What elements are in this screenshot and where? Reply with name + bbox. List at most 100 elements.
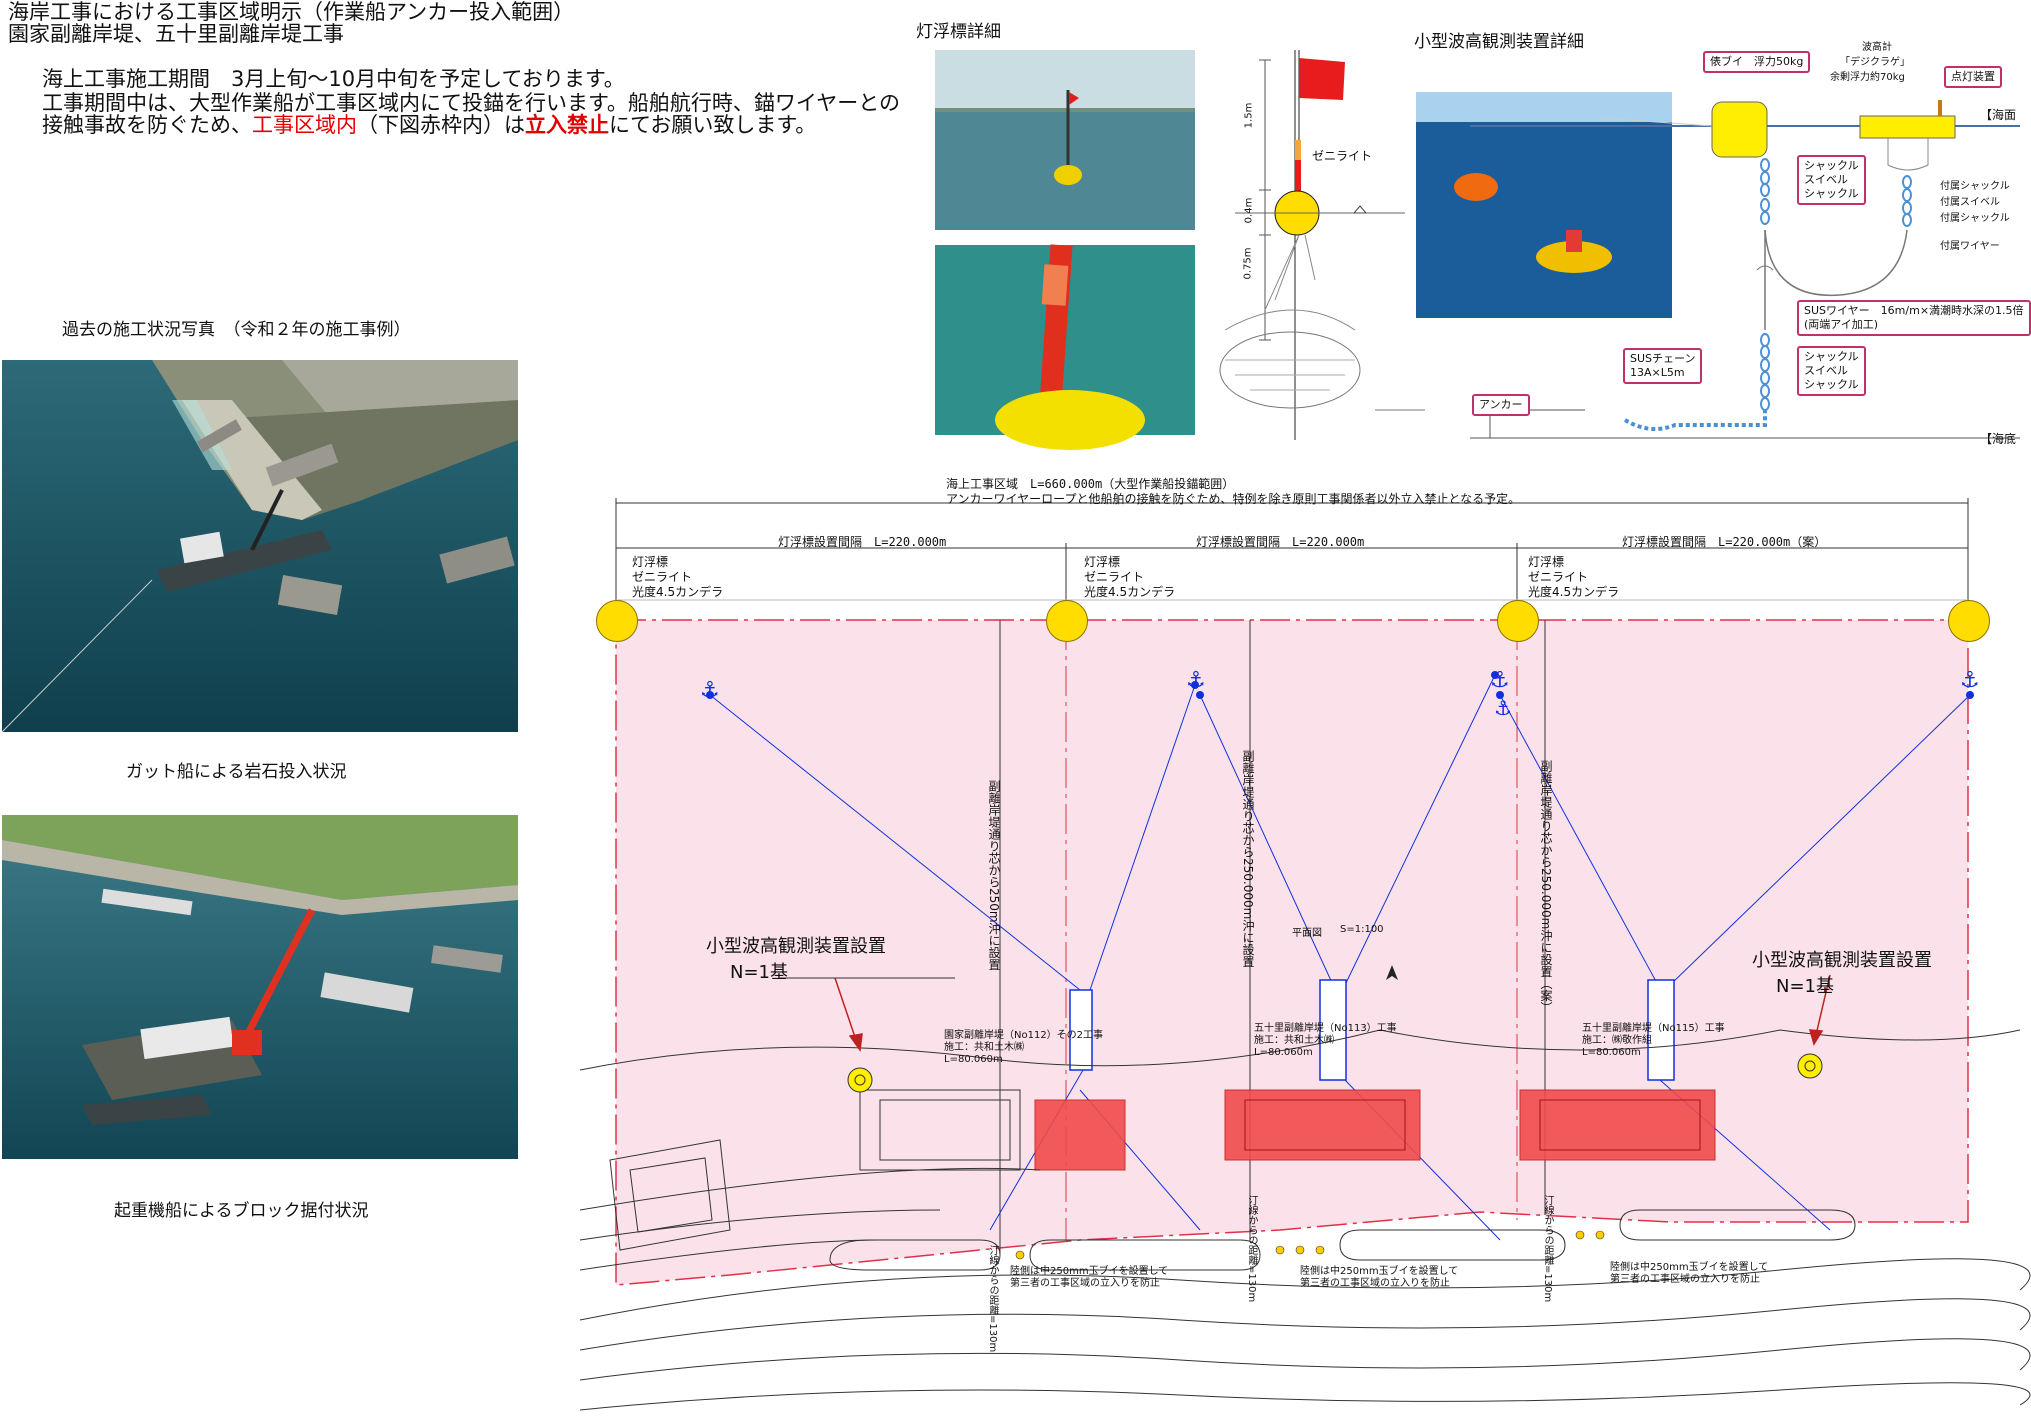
wave-callout-title: 小型波高観測装置設置 [706,936,886,957]
buoy-spec-type: ゼニライト [1084,570,1145,584]
buoy-spec-name: 灯浮標 [632,555,669,569]
interval-label-2: 灯浮標設置間隔 L=220.000m [1196,535,1365,549]
land-note-line: 第三者の工事区域の立入りを防止 [1010,1278,1160,1289]
label-attach-shackle: 付属シャックル [1940,213,2010,224]
offshore-distance-label-1: 副離岸堤通り芯から250m沖に設置 [987,780,1001,971]
wave-gauge-photo [1416,92,1672,318]
notice-anchoring: 工事期間中は、大型作業船が工事区域内にて投錨を行います。船舶航行時、錨ワイヤーと… [42,91,901,115]
wave-callout-title: 小型波高観測装置設置 [1752,950,1932,971]
label-shackle-top: シャックル スイベル シャックル [1797,155,1866,205]
land-note-1: 陸側は中250mm玉ブイを設置して 第三者の工事区域の立入りを防止 [1010,1266,1168,1290]
anchor-icon: ⚓ [1960,668,1980,693]
work-length: L=80.060m [1254,1047,1313,1058]
photo-crane-ship [2,815,518,1159]
anchor-icon: ⚓ [700,678,720,703]
buoy-spec-intensity: 光度4.5カンデラ [1084,585,1176,599]
land-note-2: 陸側は中250mm玉ブイを設置して 第三者の工事区域の立入りを防止 [1300,1266,1458,1290]
label-shackle: シャックル [1804,350,1859,363]
offshore-distance-label-3: 副離岸堤通り芯から250.000m沖に設置（案） [1539,760,1553,1014]
document-title: 海岸工事における工事区域明示（作業船アンカー投入範囲） [8,0,575,24]
land-note-line: 陸側は中250mm玉ブイを設置して [1010,1266,1169,1277]
notice-highlight-prohibited: 立入禁止 [525,113,609,137]
anchor-icon: ⚓ [1186,668,1206,693]
label-gauge-float: 余剰浮力約70kg [1830,72,1905,83]
buoy-marker-1 [596,600,638,642]
label-wave-gauge: 波高計 [1862,42,1892,53]
label-sea-bottom: 【海底 [1980,432,2017,446]
label-sea-surface: 【海面 [1980,108,2017,122]
work-label-1: 園家副離岸堤（No112）その2工事 施工：共和土木㈱ L=80.060m [944,1030,1103,1066]
work-name: 五十里副離岸堤（No113）工事 [1254,1023,1397,1034]
plan-area-title: 海上工事区域 L=660.000m（大型作業船投錨範囲） [946,477,1235,491]
photo-caption-gut-ship: ガット船による岩石投入状況 [126,762,347,782]
buoy-dim-bottom: 0.75m [1242,247,1254,280]
work-length: L=80.060m [1582,1047,1641,1058]
wave-callout-right: 小型波高観測装置設置 N=1基 [1752,948,1932,1000]
notice-restriction: 接触事故を防ぐため、工事区域内（下図赤枠内）は立入禁止にてお願い致します。 [42,114,816,137]
label-sus-wire-line2: (両端アイ加工) [1804,318,1879,331]
notice-period: 海上工事施工期間 3月上旬〜10月中旬を予定しております。 [42,67,625,91]
land-note-line: 第三者の工事区域の立入りを防止 [1300,1278,1450,1289]
anchor-icon: ⚓ [1494,696,1512,720]
plan-view-label: 平面図 [1292,928,1322,939]
plan-drawing [579,498,2031,1411]
label-anchor: アンカー [1472,394,1530,416]
notice-text: にてお願い致します。 [609,113,817,137]
buoy-spec-2: 灯浮標 ゼニライト 光度4.5カンデラ [1084,555,1175,600]
work-label-3: 五十里副離岸堤（No115）工事 施工：㈱敬作組 L=80.060m [1582,1023,1725,1059]
work-label-2: 五十里副離岸堤（No113）工事 施工：共和土木㈱ L=80.060m [1254,1023,1397,1059]
label-sus-wire: SUSワイヤー 16m/m×満潮時水深の1.5倍 (両端アイ加工) [1797,300,2031,336]
label-sus-chain-line2: 13A×L5m [1630,366,1685,379]
label-shackle: シャックル [1804,378,1859,391]
plan-view-scale: S=1:100 [1340,924,1384,935]
buoy-photo-closeup [935,244,1195,450]
photo-gut-ship [1,360,518,733]
buoy-schematic [1219,50,1425,440]
notice-text: （下図赤枠内）は [357,113,525,137]
label-gauge-name: 「デジクラゲ」 [1840,57,1910,68]
plan-area-note: アンカーワイヤーロープと他船舶の接触を防ぐため、特例を除き原則工事関係者以外立入… [946,492,1521,506]
document-subtitle: 園家副離岸堤、五十里副離岸堤工事 [8,22,344,46]
label-shackle-bottom: シャックル スイベル シャックル [1797,346,1866,396]
anchor-icon: ⚓ [1490,668,1510,693]
buoy-marker-3 [1497,600,1539,642]
wave-detail-title: 小型波高観測装置詳細 [1414,32,1584,52]
buoy-dim-top: 1.5m [1243,102,1255,129]
land-note-line: 陸側は中250mm玉ブイを設置して [1300,1266,1459,1277]
buoy-spec-1: 灯浮標 ゼニライト 光度4.5カンデラ [632,555,723,600]
buoy-photo-sea [935,50,1195,230]
label-sus-wire-line1: SUSワイヤー 16m/m×満潮時水深の1.5倍 [1804,304,2024,317]
buoy-dim-mid: 0.4m [1243,197,1255,224]
offshore-distance-label-2: 副離岸堤通り芯から250.000m沖に設置 [1241,750,1255,968]
past-photos-heading: 過去の施工状況写真 （令和２年の施工事例） [62,320,411,340]
buoy-marker-4 [1948,600,1990,642]
work-contractor: 施工：共和土木㈱ [1254,1035,1334,1046]
label-attach-wire: 付属ワイヤー [1940,241,2000,252]
buoy-spec-intensity: 光度4.5カンデラ [1528,585,1620,599]
work-length: L=80.060m [944,1054,1003,1065]
buoy-spec-intensity: 光度4.5カンデラ [632,585,724,599]
photo-caption-crane-ship: 起重機船によるブロック据付状況 [114,1201,369,1221]
buoy-spec-type: ゼニライト [1528,570,1589,584]
label-sus-chain-line1: SUSチェーン [1630,352,1696,365]
label-swivel: スイベル [1804,173,1848,186]
work-name: 五十里副離岸堤（No115）工事 [1582,1023,1725,1034]
buoy-label-zenilite: ゼニライト [1312,149,1373,163]
work-name: 園家副離岸堤（No112）その2工事 [944,1030,1104,1041]
buoy-spec-name: 灯浮標 [1084,555,1121,569]
land-note-line: 陸側は中250mm玉ブイを設置して [1610,1262,1769,1273]
buoy-spec-name: 灯浮標 [1528,555,1565,569]
label-light-device: 点灯装置 [1944,66,2002,88]
interval-label-3: 灯浮標設置間隔 L=220.000m（案） [1622,535,1827,549]
label-shackle: シャックル [1804,159,1859,172]
land-note-3: 陸側は中250mm玉ブイを設置して 第三者の工事区域の立入りを防止 [1610,1262,1768,1286]
buoy-spec-type: ゼニライト [632,570,693,584]
shore-distance-label-2: 汀線からの距離=130m [1246,1195,1257,1303]
wave-callout-count: N=1基 [730,962,788,983]
label-attach-swivel: 付属スイベル [1940,197,2000,208]
label-sus-chain: SUSチェーン 13A×L5m [1623,348,1703,384]
notice-text: 接触事故を防ぐため、 [42,113,252,137]
shore-distance-label-3: 汀線からの距離=130m [1542,1195,1553,1303]
buoy-detail-title: 灯浮標詳細 [916,22,1001,42]
work-contractor: 施工：㈱敬作組 [1582,1035,1652,1046]
